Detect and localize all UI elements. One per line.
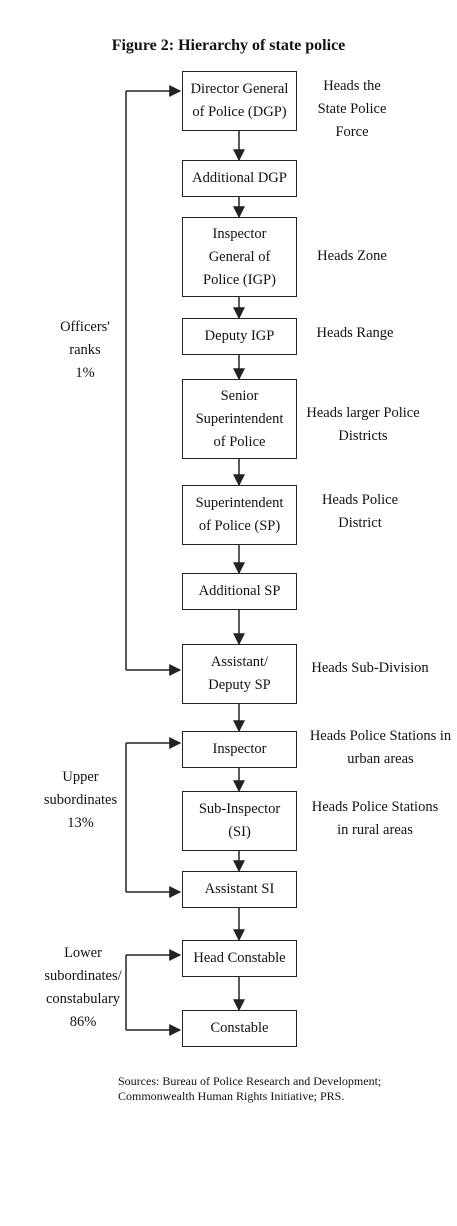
- superintendent-box: Superintendent of Police (SP): [182, 485, 297, 545]
- rank-label: Sub-Inspector (SI): [198, 801, 281, 840]
- role-note: Heads Sub-Division: [311, 660, 429, 676]
- role-note: Heads Range: [316, 325, 394, 341]
- assistant-deputy-sp-box: Assistant/ Deputy SP: [182, 644, 297, 704]
- rank-label: Senior Superintendent of Police: [195, 387, 284, 450]
- assistant-si-box: Assistant SI: [182, 871, 297, 908]
- role-note: Heads Police District: [321, 492, 399, 531]
- rank-label: Superintendent of Police (SP): [195, 495, 284, 534]
- senior-superintendent-box: Senior Superintendent of Police: [182, 379, 297, 459]
- lower-subordinates-label: Lower subordinates/ constabulary 86%: [44, 945, 122, 1030]
- rank-label: Additional DGP: [192, 170, 287, 186]
- role-note: Heads Police Stations in urban areas: [309, 728, 452, 767]
- rank-label: Additional SP: [198, 583, 281, 599]
- role-note: Heads Zone: [317, 248, 387, 264]
- rank-label: Constable: [210, 1020, 269, 1036]
- rank-label: Inspector General of Police (IGP): [203, 225, 276, 288]
- role-note: Heads larger Police Districts: [306, 405, 420, 444]
- dgp-box: Director General of Police (DGP): [182, 71, 297, 131]
- rank-label: Head Constable: [193, 950, 286, 966]
- deputy-igp-box: Deputy IGP: [182, 318, 297, 355]
- role-note: Heads the State Police Force: [317, 78, 387, 140]
- additional-dgp-box: Additional DGP: [182, 160, 297, 197]
- officers-ranks-label: Officers' ranks 1%: [60, 319, 110, 381]
- rank-label: Assistant SI: [204, 881, 275, 897]
- inspector-box: Inspector: [182, 731, 297, 768]
- sources-note: Sources: Bureau of Police Research and D…: [118, 1074, 382, 1103]
- upper-subordinates-label: Upper subordinates 13%: [43, 769, 118, 831]
- constable-box: Constable: [182, 1010, 297, 1047]
- role-note: Heads Police Stations in rural areas: [311, 799, 439, 838]
- igp-box: Inspector General of Police (IGP): [182, 217, 297, 297]
- additional-sp-box: Additional SP: [182, 573, 297, 610]
- sub-inspector-box: Sub-Inspector (SI): [182, 791, 297, 851]
- figure-title: Figure 2: Hierarchy of state police: [111, 37, 346, 54]
- rank-label: Inspector: [212, 741, 267, 757]
- rank-label: Deputy IGP: [204, 328, 275, 344]
- rank-label: Director General of Police (DGP): [190, 81, 289, 120]
- rank-label: Assistant/ Deputy SP: [208, 654, 271, 693]
- head-constable-box: Head Constable: [182, 940, 297, 977]
